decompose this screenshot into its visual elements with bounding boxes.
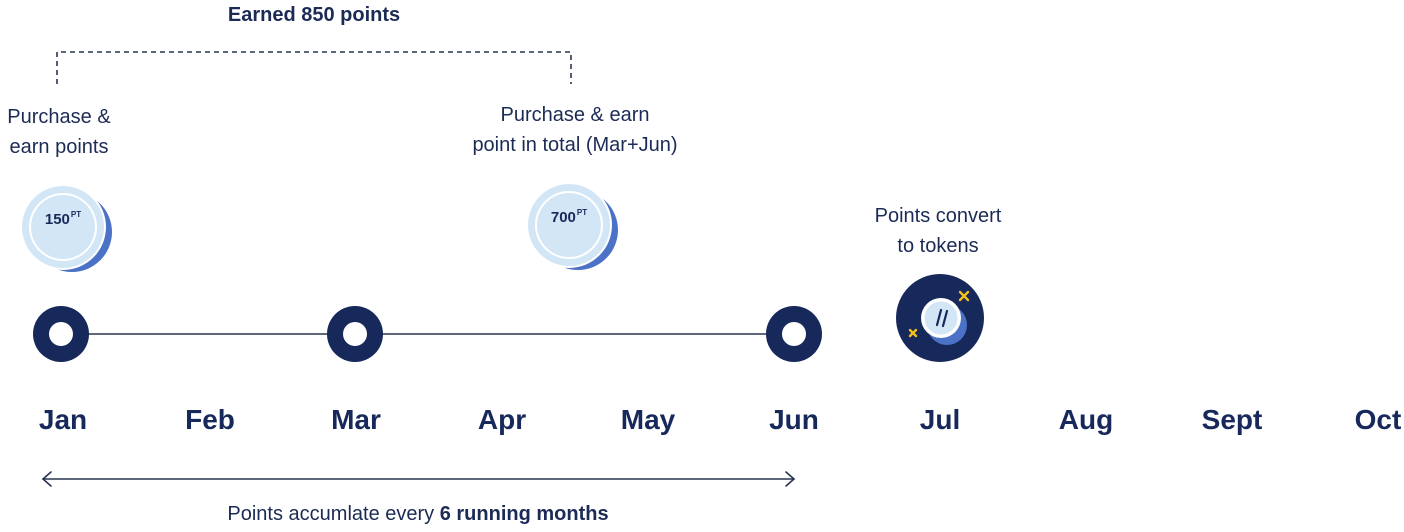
span-arrow bbox=[41, 471, 796, 487]
milestone-node-jan bbox=[33, 306, 89, 362]
month-label: Sept bbox=[1201, 404, 1263, 435]
earned-bracket bbox=[56, 51, 572, 84]
event-caption-mar-jun: Purchase & earn point in total (Mar+Jun) bbox=[472, 104, 678, 156]
span-caption: Points accumlate every 6 running months bbox=[227, 503, 609, 525]
token-icon bbox=[896, 274, 984, 362]
coin-700-icon bbox=[526, 182, 618, 270]
month-label: Jan bbox=[38, 404, 88, 435]
bracket-title: Earned 850 points bbox=[227, 4, 401, 26]
sparkle-icon bbox=[908, 290, 970, 338]
month-label: May bbox=[620, 404, 676, 435]
month-label: Jul bbox=[919, 404, 961, 435]
month-label: Aug bbox=[1058, 404, 1114, 435]
coin-150-label: 150PT bbox=[44, 210, 82, 228]
month-label: Feb bbox=[185, 404, 235, 435]
coin-700-label: 700PT bbox=[550, 208, 588, 226]
month-label: Jun bbox=[769, 404, 819, 435]
month-label: Apr bbox=[477, 404, 527, 435]
milestone-node-mar bbox=[327, 306, 383, 362]
milestone-node-jun bbox=[766, 306, 822, 362]
coin-150-icon bbox=[20, 184, 112, 272]
month-label: Oct bbox=[1354, 404, 1402, 435]
event-caption-jan: Purchase & earn points bbox=[7, 106, 111, 158]
conversion-caption: Points convert to tokens bbox=[874, 205, 1002, 257]
month-label: Mar bbox=[331, 404, 381, 435]
